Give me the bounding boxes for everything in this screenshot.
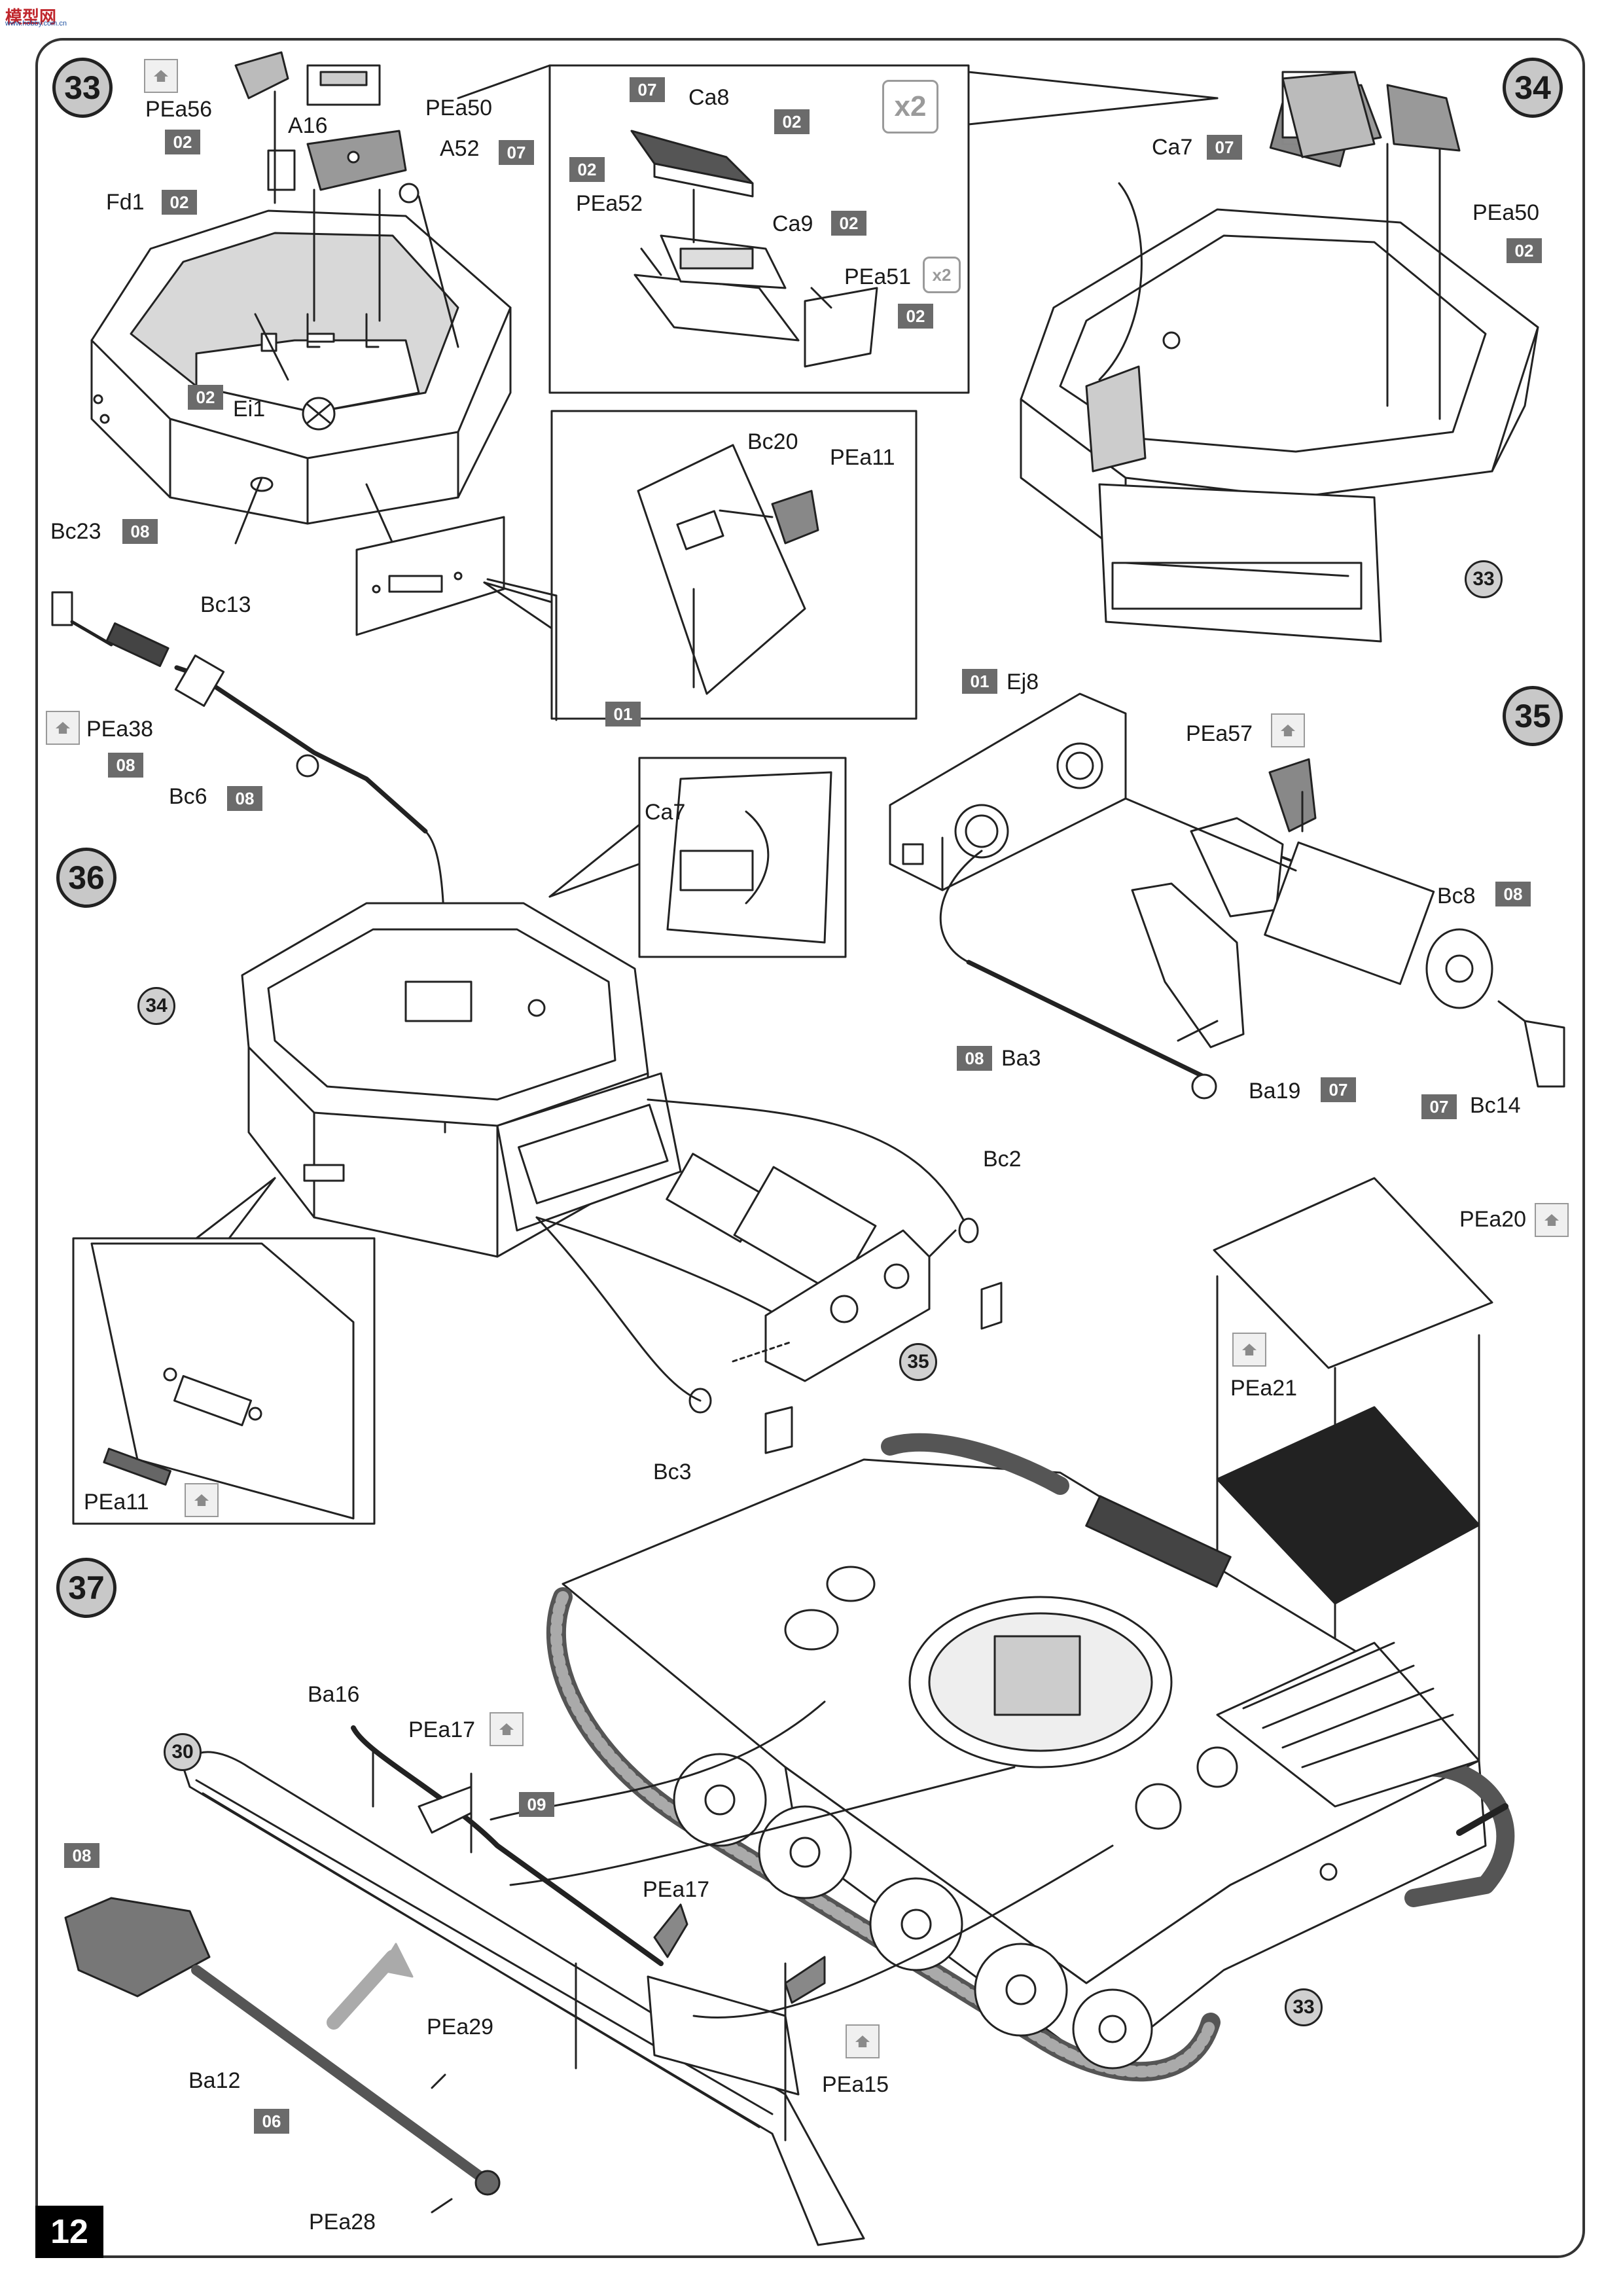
ref-step-33-hull: 33	[1285, 1988, 1323, 2026]
page-frame	[35, 38, 1585, 2258]
machine-gun-parts	[51, 591, 446, 1134]
part-label-pea15: PEa15	[822, 2072, 889, 2097]
photo-etch-icon	[185, 1483, 219, 1517]
step36-assembly	[241, 902, 1003, 1454]
part-label-pea38: PEa38	[86, 717, 154, 742]
step-34-marker: 34	[1503, 58, 1563, 118]
sprue-tag: 08	[1495, 882, 1531, 906]
photo-etch-icon	[1535, 1203, 1569, 1237]
part-label-pea17: PEa17	[643, 1877, 710, 1902]
part-label-pea20: PEa20	[1459, 1207, 1527, 1232]
part-label-ba3: Ba3	[1001, 1046, 1041, 1071]
step-33-marker: 33	[52, 58, 113, 118]
part-label-pea56: PEa56	[145, 97, 213, 122]
step37-hull	[546, 1177, 1515, 2082]
step33-compartment	[90, 51, 512, 545]
photo-etch-icon	[490, 1712, 524, 1746]
sprue-tag: 06	[254, 2109, 289, 2134]
part-label-pea52: PEa52	[576, 191, 643, 216]
sprue-tag: 02	[569, 157, 605, 182]
quantity-x2-badge: x2	[923, 257, 961, 293]
part-label-bc23: Bc23	[50, 519, 101, 544]
sprue-tag: 07	[630, 77, 665, 102]
part-label-bc14: Bc14	[1470, 1093, 1521, 1118]
part-label-bc13: Bc13	[200, 592, 251, 617]
sprue-tag: 01	[962, 669, 997, 694]
part-label-fd1: Fd1	[106, 190, 145, 215]
photo-etch-icon	[1271, 713, 1305, 747]
part-label-bc2: Bc2	[983, 1147, 1022, 1172]
part-label-pea50: PEa50	[1472, 200, 1540, 225]
part-label-bc6: Bc6	[169, 784, 207, 809]
step37-fender-tools	[64, 1700, 1114, 2246]
sprue-tag: 02	[162, 190, 197, 215]
sprue-tag: 07	[1321, 1077, 1356, 1102]
step34-compartment	[1020, 71, 1539, 643]
part-label-ca7: Ca7	[1152, 135, 1193, 160]
step-37-marker: 37	[56, 1558, 116, 1618]
part-label-ej8: Ej8	[1007, 670, 1039, 694]
ref-step-33: 33	[1465, 560, 1503, 598]
sprue-tag: 08	[122, 519, 158, 544]
ref-step-34: 34	[137, 987, 175, 1025]
part-label-pea29: PEa29	[427, 2015, 494, 2039]
watermark-logo: 模型网	[5, 7, 57, 27]
sprue-tag: 02	[898, 304, 933, 329]
sprue-tag: 07	[1207, 135, 1242, 160]
watermark-url: www.hobby.com.cn	[5, 20, 67, 27]
sprue-tag: 07	[1421, 1094, 1457, 1119]
sprue-tag: 01	[605, 702, 641, 726]
part-label-bc20: Bc20	[747, 429, 798, 454]
ref-step-35: 35	[899, 1343, 937, 1381]
photo-etch-icon	[846, 2024, 880, 2058]
quantity-x2-badge: x2	[882, 80, 938, 134]
photo-etch-icon	[1232, 1333, 1266, 1367]
part-label-pea21: PEa21	[1230, 1376, 1298, 1401]
part-label-ca9: Ca9	[772, 211, 813, 236]
step-35-marker: 35	[1503, 686, 1563, 746]
part-label-pea51: PEa51	[844, 264, 912, 289]
step35-gun-mount	[889, 692, 1565, 1100]
part-label-pea50: PEa50	[425, 96, 493, 120]
sprue-tag: 08	[957, 1046, 992, 1071]
sprue-tag: 02	[774, 109, 810, 134]
photo-etch-icon	[144, 59, 178, 93]
part-label-pea28: PEa28	[309, 2210, 376, 2234]
sprue-tag: 09	[519, 1792, 554, 1817]
part-label-ca7: Ca7	[645, 800, 686, 825]
periscope-detail	[630, 130, 878, 368]
part-label-pea57: PEa57	[1186, 721, 1253, 746]
sprue-tag: 02	[831, 211, 866, 236]
part-label-ba12: Ba12	[188, 2068, 241, 2093]
part-label-pea11: PEa11	[830, 445, 895, 470]
sprue-tag: 07	[499, 140, 534, 165]
photo-etch-icon	[46, 711, 80, 745]
ref-step-30: 30	[164, 1733, 202, 1771]
part-label-ca8: Ca8	[688, 85, 730, 110]
part-label-bc3: Bc3	[653, 1460, 692, 1484]
sprue-tag: 08	[227, 786, 262, 811]
part-label-a52: A52	[440, 136, 480, 161]
part-label-ei1: Ei1	[233, 397, 266, 422]
part-label-ba16: Ba16	[308, 1682, 360, 1707]
sprue-tag: 02	[1507, 238, 1542, 263]
page-number: 12	[35, 2206, 103, 2258]
sprue-tag: 08	[108, 753, 143, 778]
part-label-ba19: Ba19	[1249, 1079, 1301, 1103]
part-label-a16: A16	[288, 113, 328, 138]
sprue-tag: 02	[188, 385, 223, 410]
sprue-tag: 08	[64, 1843, 99, 1868]
part-label-bc8: Bc8	[1437, 884, 1476, 908]
part-label-pea17: PEa17	[408, 1717, 476, 1742]
sprue-tag: 02	[165, 130, 200, 154]
part-label-pea11: PEa11	[84, 1490, 149, 1515]
step-36-marker: 36	[56, 848, 116, 908]
